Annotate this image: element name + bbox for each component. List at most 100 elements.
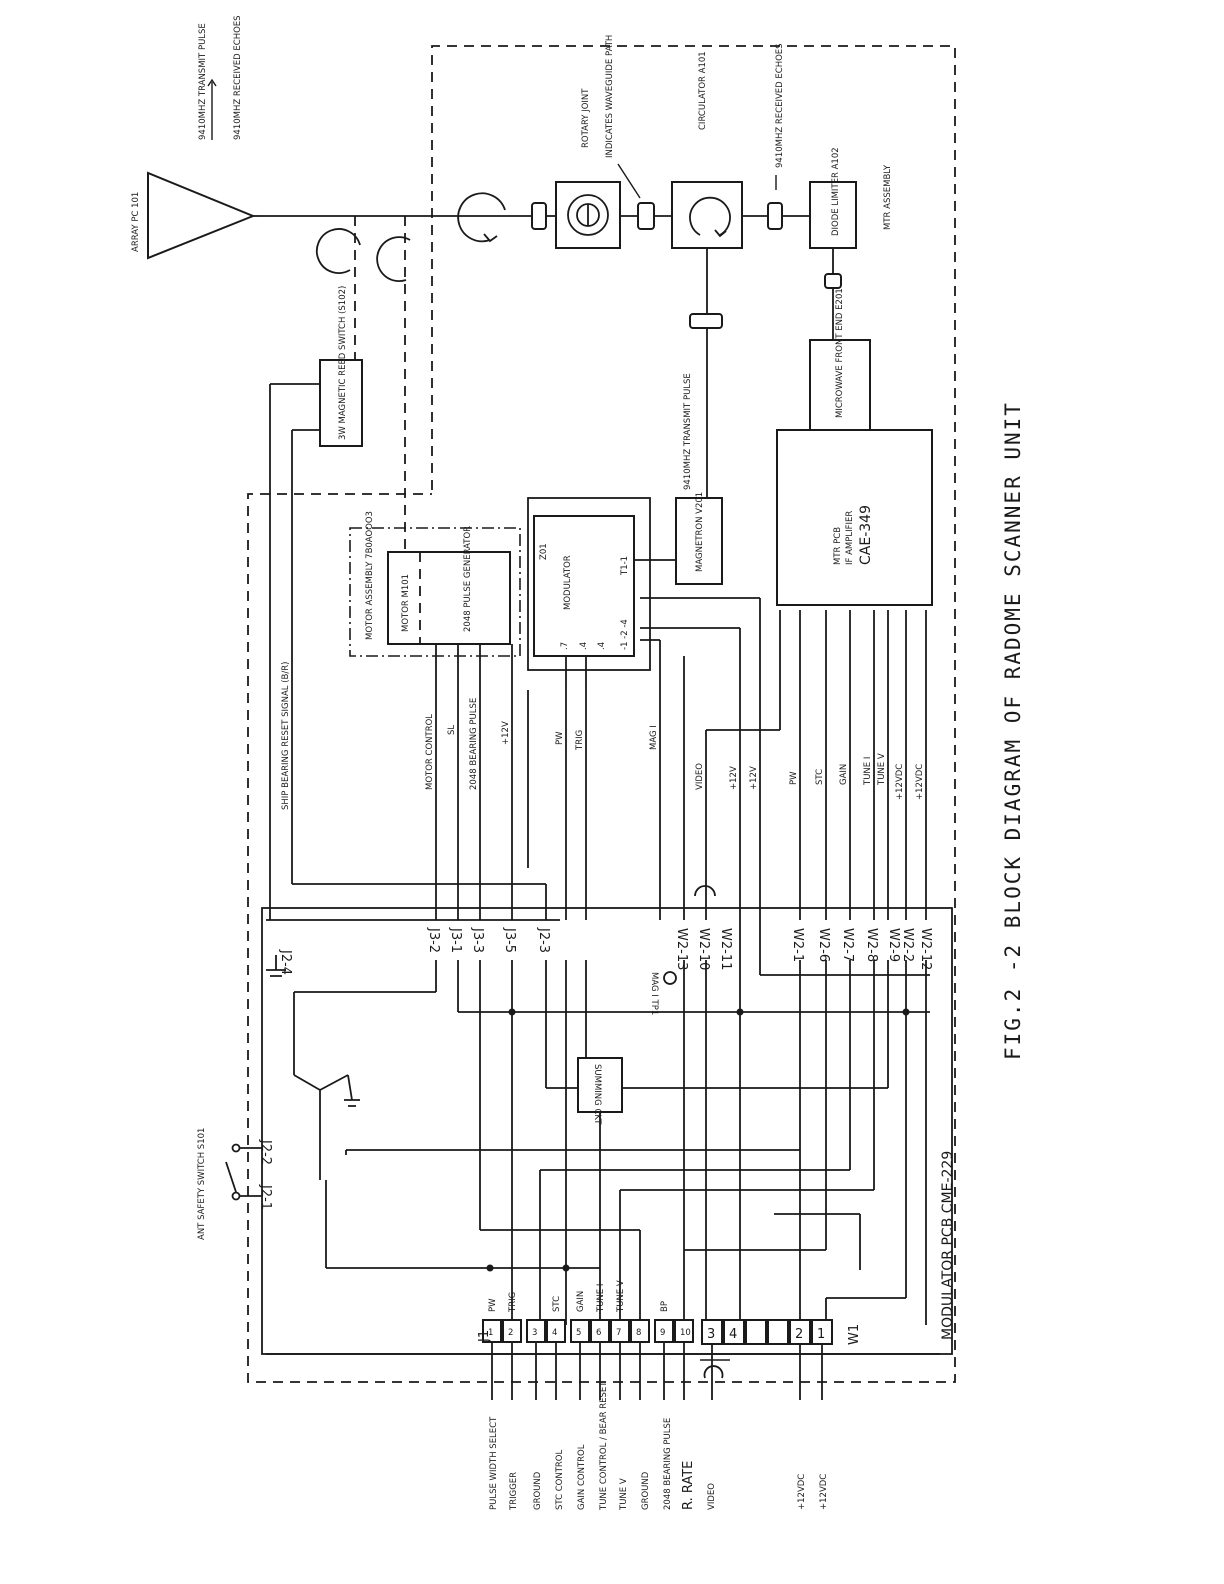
w1-terminal-num: 4 <box>729 1327 737 1342</box>
harness-label-15: TUNE V <box>877 753 887 786</box>
reed-switch-label: 3W MAGNETIC REED SWITCH (S102) <box>338 286 348 440</box>
external-signal-label: TRIGGER <box>509 1472 519 1511</box>
ref-j2-1: J2-1 <box>258 1184 273 1210</box>
harness-label-6: TRIG <box>575 730 585 751</box>
pin-4b-label: .4 <box>597 642 607 650</box>
pin-7-label: .7 <box>560 642 570 650</box>
switch-terminal-2 <box>231 1191 241 1201</box>
indicates-path-label: INDICATES WAVEGUIDE PATH <box>605 35 615 158</box>
external-signal-label: GROUND <box>641 1471 651 1510</box>
flange-1 <box>531 202 547 230</box>
harness-wires <box>266 383 927 1010</box>
ref-w2-10: W2-10 <box>696 928 711 970</box>
magnetron-box <box>675 497 723 585</box>
if-pcb-ref: CAE-349 <box>858 505 874 565</box>
junction-1 <box>508 1008 516 1016</box>
rotary-joint <box>555 181 621 249</box>
external-signal-label: GAIN CONTROL <box>577 1444 587 1510</box>
external-signal-label: GROUND <box>533 1471 543 1510</box>
ref-j2-3: J2-3 <box>536 927 551 953</box>
w1-terminal-2 <box>723 1319 745 1345</box>
diode-limiter-label: DIODE LIMITER A102 <box>831 147 841 236</box>
harness-label-16: +12VDC <box>895 764 905 800</box>
external-signal-label: R. RATE <box>681 1461 696 1510</box>
harness-label-9: +12V <box>729 766 739 790</box>
j1-terminal-num: 7 <box>616 1328 621 1338</box>
harness-label-17: +12VDC <box>915 764 925 800</box>
external-leads <box>266 1353 940 1379</box>
j1-terminal-num: 5 <box>576 1328 581 1338</box>
safety-switch-label: ANT SAFETY SWITCH S101 <box>197 1128 207 1240</box>
transmit-pulse-label: 9410MHZ TRANSMIT PULSE <box>198 23 208 140</box>
switch-blade <box>225 1161 237 1193</box>
ref-j2-2: J2-2 <box>258 1139 273 1165</box>
tx-arrow-head <box>207 78 217 87</box>
motor-box <box>387 551 511 645</box>
external-signal-label: TUNE V <box>619 1478 629 1511</box>
pulse-gen-label: 2048 PULSE GENERATOR <box>463 526 473 632</box>
j1-terminal-num: 2 <box>508 1328 513 1338</box>
j1-terminal-num: 4 <box>552 1328 557 1338</box>
rotation-arrow-head <box>483 233 498 243</box>
flange-3 <box>767 202 783 230</box>
j1-terminal-num: 3 <box>532 1328 537 1338</box>
magnetron-label: MAGNETRON V201 <box>695 492 705 572</box>
pins-label: -1 -2 -4 <box>620 619 630 650</box>
motor-assembly-outline <box>349 527 521 657</box>
mag-tx-pulse-label: 9410MHZ TRANSMIT PULSE <box>683 373 693 490</box>
j1-terminal-label: STC <box>552 1296 562 1312</box>
external-signal-label: STC CONTROL <box>555 1450 565 1510</box>
microwave-front-end-box <box>809 339 871 431</box>
rotation-circle-1 <box>315 228 361 274</box>
pin-4a-label: .4 <box>579 642 589 650</box>
mtr-assembly-label: MTR ASSEMBLY <box>883 164 893 230</box>
external-signal-label: VIDEO <box>707 1483 717 1510</box>
reed-switch-box <box>319 359 363 447</box>
harness-label-7: MAG I <box>649 725 659 750</box>
test-point <box>663 971 677 985</box>
ground-symbol-1 <box>266 955 286 977</box>
w1-terminal-4 <box>767 1319 789 1345</box>
ref-w2-1: W2-1 <box>790 928 805 962</box>
circulator-label: CIRCULATOR A101 <box>698 51 708 130</box>
if-pcb-line1: MTR PCB <box>833 527 843 565</box>
t1-label: T1-1 <box>620 556 630 576</box>
ref-w2-8: W2-8 <box>864 928 879 962</box>
harness-label-5: PW <box>555 731 565 745</box>
harness-label-10: +12V <box>749 766 759 790</box>
junction-3 <box>902 1008 910 1016</box>
ref-w2-6: W2-6 <box>816 928 831 962</box>
ref-w2-13: W2-13 <box>674 928 689 970</box>
array-label: ARRAY PC 101 <box>131 192 141 252</box>
scanner-enclosure <box>247 45 956 1383</box>
pcb-label: MODULATOR PCB CME-229 <box>940 1151 956 1340</box>
circulator <box>671 181 743 249</box>
ref-j3-5: J3-5 <box>502 927 517 953</box>
if-pcb-line2: IF AMPLIFIER <box>845 511 855 565</box>
rotary-joint-label: ROTARY JOINT <box>581 88 591 148</box>
if-pcb-box <box>776 429 933 606</box>
rotation-circle-2 <box>376 236 411 283</box>
ref-j3-1: J3-1 <box>448 927 463 953</box>
j1-terminal-label: PW <box>488 1298 498 1312</box>
j1-terminal-label: GAIN <box>576 1291 586 1312</box>
front-end-label: MICROWAVE FRONT END E201 <box>835 288 845 418</box>
external-signal-label: PULSE WIDTH SELECT <box>489 1416 499 1510</box>
ref-w2-12: W2-12 <box>918 928 933 970</box>
junction-2 <box>736 1008 744 1016</box>
j1-terminal-num: 1 <box>488 1328 493 1338</box>
ref-j2-4: J2-4 <box>278 949 293 975</box>
junction-5 <box>486 1264 494 1272</box>
harness-label-14: TUNE I <box>863 757 873 786</box>
j1-terminal-label: TUNE V <box>616 1280 626 1313</box>
junction-4 <box>562 1264 570 1272</box>
pcb-wiring <box>293 960 930 1325</box>
ref-j3-2: J3-2 <box>426 927 441 953</box>
video-shield-loop <box>694 885 716 897</box>
ref-mag-tp: MAG I TP1 <box>649 972 659 1015</box>
external-signal-labels: PULSE WIDTH SELECT TRIGGER GROUND STC CONTR… <box>489 1381 829 1511</box>
modulator-ref: Z01 <box>539 543 549 560</box>
j1-terminal-num: 9 <box>660 1328 665 1338</box>
flange-2 <box>637 202 655 230</box>
